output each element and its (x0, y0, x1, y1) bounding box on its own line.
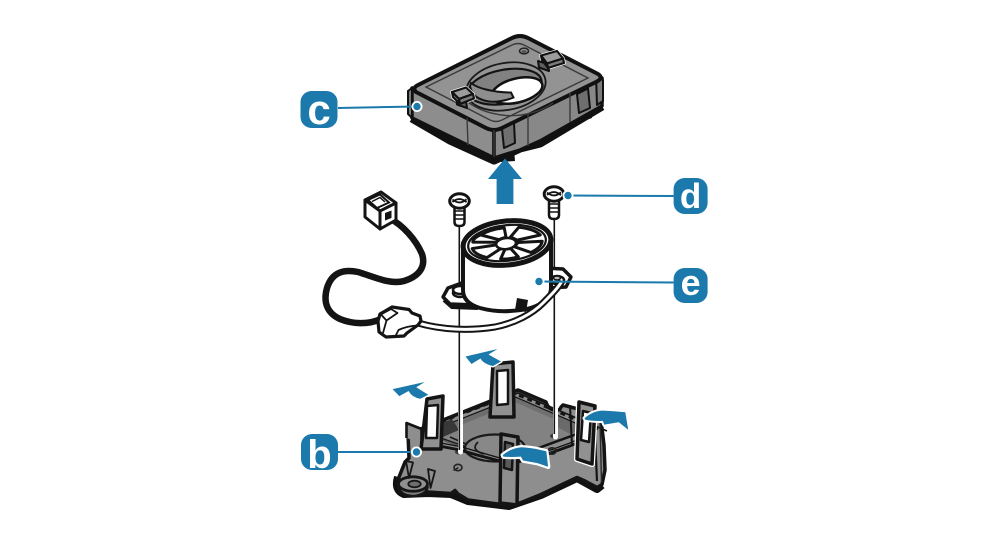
svg-text:c: c (307, 86, 330, 133)
svg-text:d: d (680, 177, 701, 216)
svg-text:b: b (307, 433, 331, 477)
svg-text:e: e (681, 262, 701, 303)
